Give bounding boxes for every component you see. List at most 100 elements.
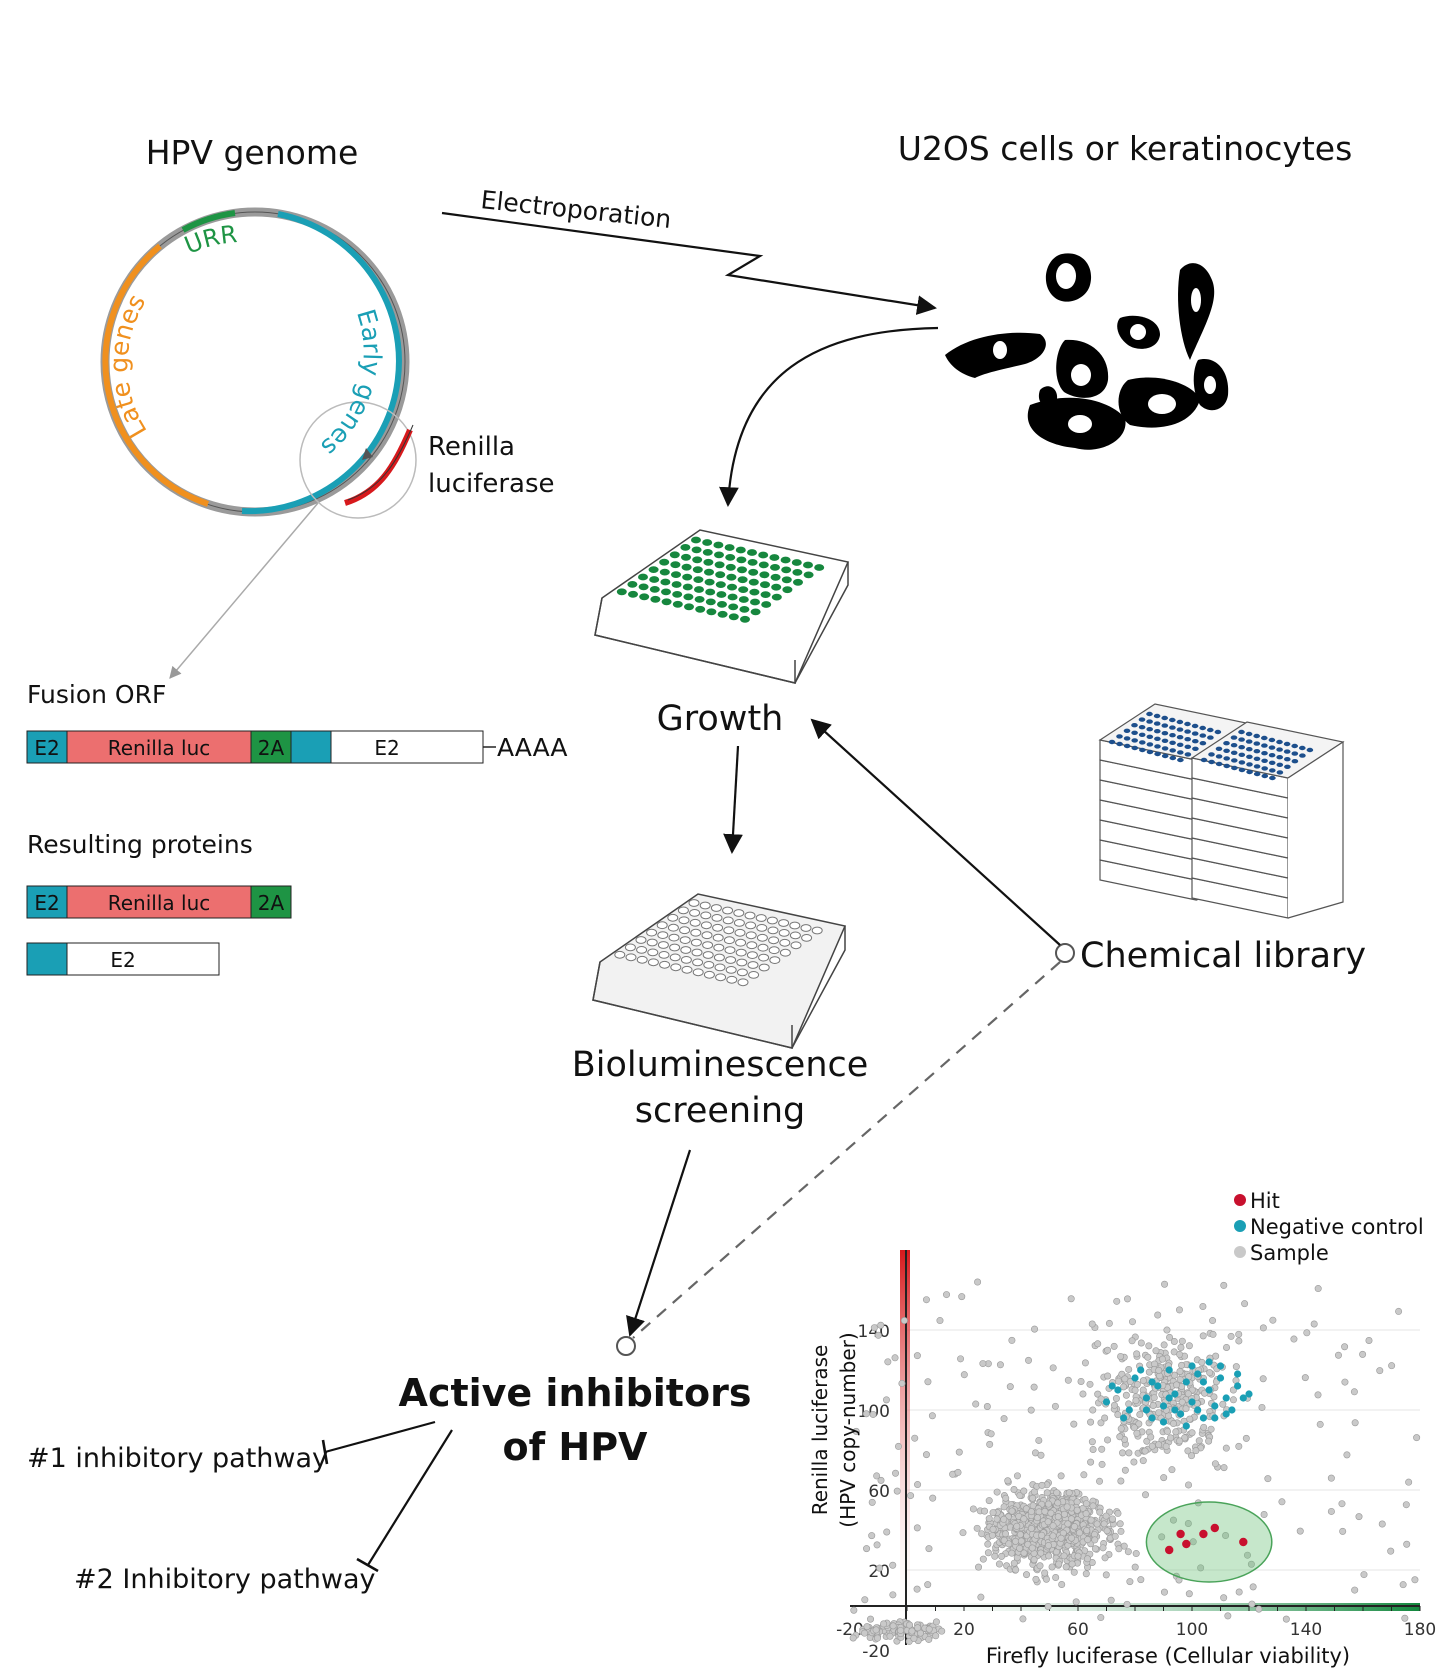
sample-point: [1013, 1522, 1021, 1530]
sample-point: [1132, 1397, 1140, 1405]
sample-point: [1079, 1390, 1087, 1398]
sample-point: [1169, 1516, 1177, 1524]
sample-point: [1013, 1472, 1021, 1480]
well: [757, 943, 769, 952]
well: [625, 953, 637, 962]
sample-point: [1091, 1545, 1099, 1553]
sample-point: [1185, 1590, 1193, 1598]
sample-point: [1296, 1527, 1304, 1535]
sample-point: [873, 1472, 881, 1480]
well: [646, 938, 658, 947]
sample-point: [995, 1560, 1003, 1568]
sample-point: [1185, 1481, 1193, 1489]
library-well: [1123, 736, 1131, 741]
library-well: [1230, 743, 1238, 748]
library-well: [1253, 771, 1261, 777]
well: [749, 588, 760, 596]
sample-point: [1212, 1352, 1220, 1360]
library-well: [1284, 764, 1291, 769]
well: [636, 955, 648, 964]
well: [733, 909, 745, 917]
well: [614, 950, 626, 959]
renilla-zoom-circle: [299, 401, 417, 519]
well: [735, 938, 747, 947]
well: [704, 578, 715, 586]
sample-point: [1110, 1342, 1118, 1350]
well: [769, 554, 780, 561]
sample-point: [1103, 1527, 1111, 1535]
sample-point: [1088, 1438, 1096, 1446]
well: [702, 951, 714, 959]
sample-point: [862, 1410, 870, 1418]
sample-point: [1189, 1538, 1197, 1546]
well: [737, 566, 747, 574]
sample-point: [983, 1403, 991, 1411]
chemical-library: Chemical library: [632, 703, 1366, 1339]
negative-control-point: [1171, 1390, 1179, 1398]
sample-point: [1137, 1339, 1145, 1347]
sample-point: [1043, 1489, 1051, 1497]
sample-point: [1403, 1540, 1411, 1548]
sample-point: [1012, 1537, 1020, 1545]
well: [678, 916, 690, 925]
well: [692, 958, 704, 967]
sample-point: [1104, 1436, 1112, 1444]
well: [767, 926, 779, 935]
negative-control-point: [1108, 1382, 1116, 1390]
cells-to-growth-arrow: [719, 326, 939, 507]
sample-point: [925, 1545, 933, 1553]
library-well: [1291, 751, 1299, 756]
well: [657, 941, 669, 949]
sample-point: [1010, 1486, 1018, 1494]
electroporation-arrow: [441, 211, 937, 315]
sample-point: [1149, 1401, 1157, 1409]
sample-point: [974, 1278, 982, 1286]
library-well: [1291, 759, 1299, 764]
sample-point: [1290, 1335, 1298, 1343]
negative-control-point: [1154, 1382, 1162, 1390]
well: [781, 566, 792, 574]
sample-point: [1184, 1519, 1192, 1527]
sample-point: [932, 1632, 940, 1640]
well: [715, 571, 726, 579]
sample-point: [1008, 1336, 1016, 1344]
well: [679, 936, 691, 944]
well: [758, 551, 769, 559]
sample-point: [996, 1361, 1004, 1369]
sample-point: [1282, 1615, 1290, 1623]
sample-point: [1070, 1568, 1078, 1576]
sample-point: [1117, 1527, 1125, 1535]
sample-point: [1077, 1377, 1085, 1385]
well: [694, 586, 704, 593]
sample-point: [1130, 1458, 1138, 1466]
resulting-proteins: Resulting proteins E2 Renilla luc 2A E2: [26, 830, 292, 976]
sample-point: [1089, 1445, 1097, 1453]
sample-point: [1224, 1612, 1232, 1620]
sample-point: [1025, 1356, 1033, 1364]
sample-point: [861, 1596, 869, 1604]
sample-point: [1163, 1326, 1171, 1334]
sample-point: [957, 1355, 965, 1363]
library-well: [1299, 753, 1306, 758]
sample-point: [863, 1545, 871, 1553]
sample-point: [1178, 1361, 1186, 1369]
sample-point: [1136, 1411, 1144, 1419]
well: [695, 605, 706, 613]
well: [717, 601, 727, 608]
well: [635, 936, 647, 944]
well: [699, 901, 711, 910]
well: [646, 928, 658, 937]
sample-point: [1219, 1400, 1227, 1408]
library-well: [1284, 757, 1291, 762]
sample-point: [1133, 1429, 1141, 1437]
well: [700, 921, 712, 930]
sample-point: [1176, 1368, 1184, 1376]
legend-negative-control: Negative control: [1250, 1215, 1424, 1239]
library-well: [1245, 731, 1253, 737]
sample-point: [1101, 1414, 1109, 1422]
sample-point: [1303, 1329, 1311, 1337]
sample-point: [1073, 1498, 1081, 1506]
sample-point: [922, 1296, 930, 1304]
hit-point: [1182, 1539, 1191, 1549]
library-well: [1276, 770, 1284, 775]
